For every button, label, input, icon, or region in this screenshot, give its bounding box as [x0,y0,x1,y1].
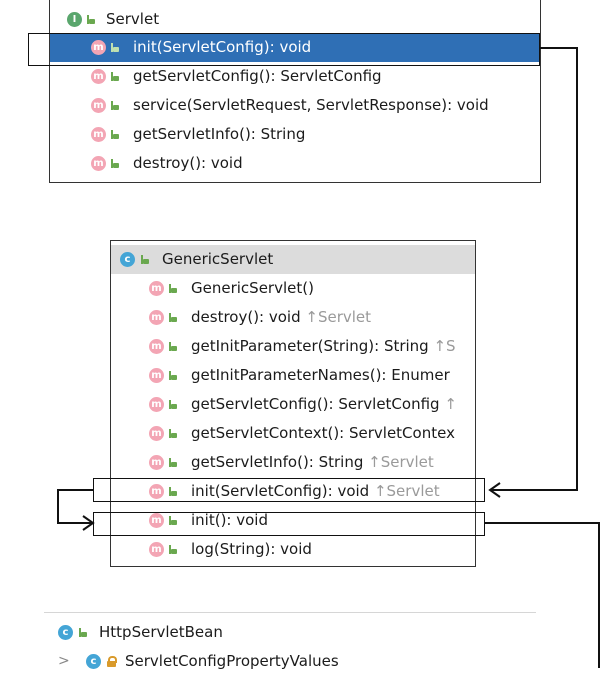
public-access-icon [111,130,120,140]
method-label: destroy(): void ↑Servlet [191,308,372,326]
method-label: getServletInfo(): String [133,125,306,143]
method-icon: m [91,127,106,142]
method-label: init(ServletConfig): void [133,38,312,56]
method-icon: m [149,310,164,325]
method-label: getServletConfig(): ServletConfig ↑ [191,395,457,413]
public-access-icon [169,284,178,294]
private-lock-icon [107,656,117,667]
public-access-icon [169,487,178,497]
servlet-method-get-info[interactable]: m getServletInfo(): String [50,120,540,149]
generic-method-log[interactable]: m log(String): void [111,535,475,564]
servlet-method-init-config[interactable]: m init(ServletConfig): void [50,33,540,62]
servlet-config-property-values-item[interactable]: > c ServletConfigPropertyValues [44,647,536,676]
class-icon: c [120,252,135,267]
method-icon: m [149,426,164,441]
servlet-method-get-config[interactable]: m getServletConfig(): ServletConfig [50,62,540,91]
public-access-icon [111,72,120,82]
method-icon: m [149,339,164,354]
method-label: destroy(): void [133,154,243,172]
method-label: init(): void [191,511,268,529]
public-access-icon [169,371,178,381]
generic-method-get-init-parameter-names[interactable]: m getInitParameterNames(): Enumer [111,361,475,390]
bottom-separator [44,612,536,613]
method-icon: m [149,542,164,557]
generic-method-init[interactable]: m init(): void [111,506,475,535]
highlight-box-generic-init [93,512,485,536]
public-access-icon [111,101,120,111]
servlet-header-label: Servlet [106,10,160,28]
generic-servlet-header[interactable]: c GenericServlet [111,245,475,274]
method-label: getServletContext(): ServletContex [191,424,455,442]
method-label: log(String): void [191,540,312,558]
method-icon: m [91,69,106,84]
generic-method-get-servlet-context[interactable]: m getServletContext(): ServletContex [111,419,475,448]
method-icon: m [149,484,164,499]
generic-method-get-servlet-info[interactable]: m getServletInfo(): String ↑Servlet [111,448,475,477]
http-servlet-bean-label: HttpServletBean [99,623,223,641]
method-icon: m [149,281,164,296]
servlet-header[interactable]: I Servlet [50,5,540,34]
servlet-method-service[interactable]: m service(ServletRequest, ServletRespons… [50,91,540,120]
public-access-icon [169,429,178,439]
method-label: service(ServletRequest, ServletResponse)… [133,96,489,114]
public-access-icon [111,43,120,53]
public-access-icon [169,342,178,352]
method-icon: m [91,98,106,113]
method-label: getInitParameterNames(): Enumer [191,366,450,384]
arrow-head-left-panel [82,515,95,531]
method-label: getServletConfig(): ServletConfig [133,67,382,85]
method-icon: m [149,513,164,528]
expand-chevron-icon[interactable]: > [58,653,70,669]
public-access-icon [169,313,178,323]
method-icon: m [91,156,106,171]
method-icon: m [149,368,164,383]
method-icon: m [91,40,106,55]
method-label: init(ServletConfig): void ↑Servlet [191,482,440,500]
public-access-icon [169,516,178,526]
generic-method-get-init-parameter[interactable]: m getInitParameter(String): String ↑S [111,332,475,361]
class-icon: c [58,625,73,640]
public-access-icon [169,400,178,410]
interface-icon: I [67,12,82,27]
method-label: GenericServlet() [191,279,314,297]
servlet-config-property-values-label: ServletConfigPropertyValues [125,652,339,670]
servlet-interface-panel: I Servlet m init(ServletConfig): void m … [49,0,541,183]
highlight-box-generic-init-config [93,478,485,502]
generic-method-destroy[interactable]: m destroy(): void ↑Servlet [111,303,475,332]
method-label: getServletInfo(): String ↑Servlet [191,453,434,471]
public-access-icon [87,15,96,25]
arrow-head-right-panel [488,482,501,498]
arrow-init-config-to-init [57,489,93,524]
method-icon: m [149,397,164,412]
public-access-icon [79,628,88,638]
method-icon: m [149,455,164,470]
public-access-icon [111,159,120,169]
public-access-icon [141,255,150,265]
generic-servlet-header-label: GenericServlet [162,250,274,268]
public-access-icon [169,458,178,468]
generic-method-init-config[interactable]: m init(ServletConfig): void ↑Servlet [111,477,475,506]
public-access-icon [169,545,178,555]
generic-method-get-servlet-config[interactable]: m getServletConfig(): ServletConfig ↑ [111,390,475,419]
highlight-box-servlet-init [28,33,540,66]
method-label: getInitParameter(String): String ↑S [191,337,456,355]
http-servlet-bean-item[interactable]: c HttpServletBean [44,618,536,647]
generic-method-constructor[interactable]: m GenericServlet() [111,274,475,303]
class-icon: c [86,654,101,669]
servlet-method-destroy[interactable]: m destroy(): void [50,149,540,178]
